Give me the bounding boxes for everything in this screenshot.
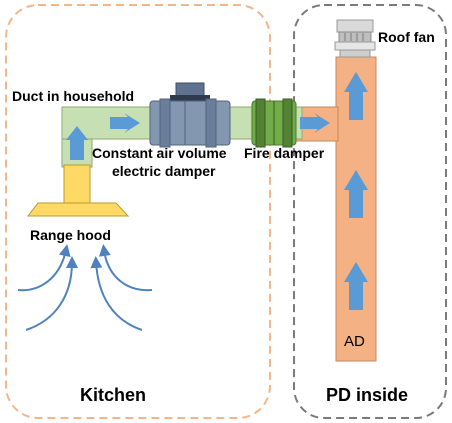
flow-arrow-icon: [344, 170, 368, 218]
range-hood-label: Range hood: [30, 227, 111, 243]
fire-damper-label: Fire damper: [244, 145, 325, 161]
kitchen-label: Kitchen: [80, 385, 146, 405]
constant-air-volume-label-line2: electric damper: [112, 163, 216, 179]
duct-in-household-label: Duct in household: [12, 88, 134, 104]
roof-fan-label: Roof fan: [378, 29, 435, 45]
roof-fan-icon: [334, 19, 376, 58]
flow-arrow-icon: [344, 262, 368, 310]
range-hood-neck: [63, 164, 91, 204]
range-hood-body: [26, 202, 130, 217]
constant-air-volume-label-line1: Constant air volume: [92, 145, 227, 161]
pd-inside-region: [293, 4, 447, 419]
pd-inside-label: PD inside: [326, 385, 408, 405]
ad-label: AD: [344, 333, 365, 350]
fire-damper: [251, 98, 297, 148]
constant-air-volume-damper: [149, 82, 231, 148]
airflow-curve-icon: [17, 244, 153, 331]
flow-arrow-icon: [66, 126, 88, 160]
flow-arrow-icon: [110, 113, 140, 133]
flow-arrow-icon: [300, 113, 330, 133]
flow-arrow-icon: [344, 72, 368, 120]
